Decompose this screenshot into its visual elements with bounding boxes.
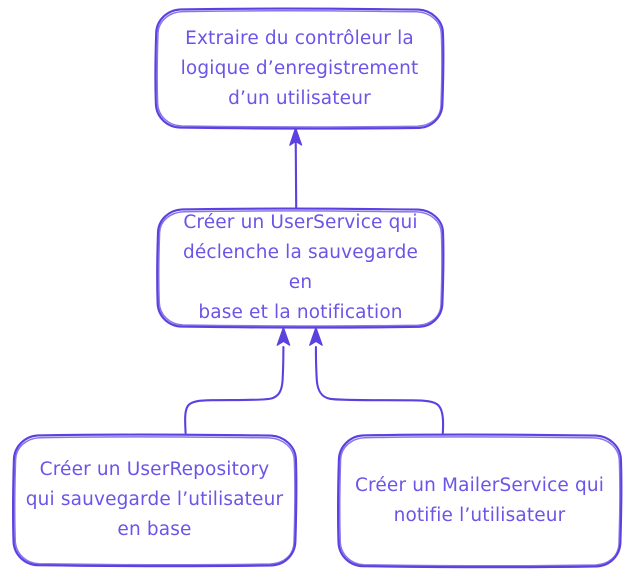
- edge-middle-to-top: [289, 127, 303, 209]
- node-top-shape[interactable]: [154, 7, 445, 130]
- node-bottom-right-shape[interactable]: [337, 433, 623, 569]
- edge-bottom-left-to-middle: [184, 327, 291, 435]
- node-bottom-left-label[interactable]: Créer un UserRepository qui sauvegarde l…: [25, 459, 284, 540]
- node-bottom-left-shape[interactable]: [12, 433, 298, 568]
- node-top-label[interactable]: Extraire du contrôleur la logique d’enre…: [180, 27, 419, 109]
- edge-bottom-right-to-middle: [309, 327, 445, 435]
- node-middle-shape[interactable]: [156, 207, 445, 329]
- node-bottom-right-label[interactable]: Créer un MailerService qui notifie l’uti…: [354, 474, 605, 526]
- node-middle-label[interactable]: Créer un UserService qui déclenche la sa…: [182, 211, 419, 323]
